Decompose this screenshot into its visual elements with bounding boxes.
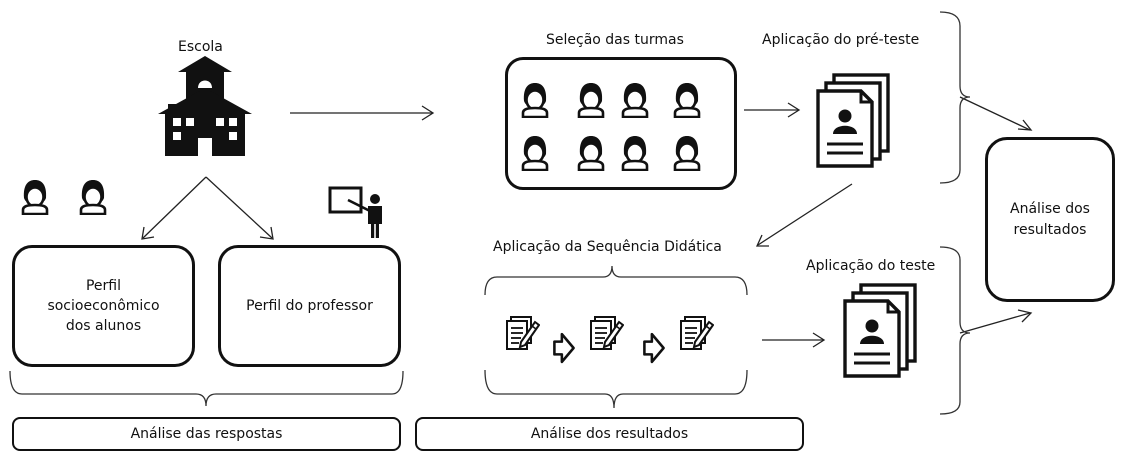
pretest-document-icon [816, 73, 890, 168]
right-arrow-icon [643, 332, 665, 364]
results-analysis-text: Análise dos resultados [530, 426, 689, 442]
student-profile-line-2: socioeconômico [47, 297, 160, 314]
class-group-box [505, 57, 737, 190]
student-profile-box: Perfil socioeconômico dos alunos [12, 245, 195, 367]
class-selection-label: Seleção das turmas [546, 32, 684, 48]
results-analysis-line-2: resultados [1013, 221, 1087, 238]
didactic-sequence-label: Aplicação da Sequência Didática [493, 239, 722, 255]
student-icon [79, 178, 107, 215]
student-icon [21, 178, 49, 215]
school-icon [158, 56, 252, 156]
pretest-label: Aplicação do pré-teste [762, 32, 920, 48]
student-profile-line-1: Perfil [85, 277, 122, 294]
edit-document-icon [590, 316, 624, 350]
results-analysis-line-1: Análise dos [1010, 201, 1090, 218]
responses-analysis-text: Análise das respostas [130, 426, 283, 442]
results-analysis-bar: Análise dos resultados [415, 417, 804, 451]
test-document-icon [843, 283, 917, 378]
responses-analysis-bar: Análise das respostas [12, 417, 401, 451]
edit-document-icon [680, 316, 714, 350]
test-label: Aplicação do teste [806, 258, 936, 274]
teacher-profile-text: Perfil do professor [246, 297, 373, 314]
right-arrow-icon [553, 332, 575, 364]
results-analysis-box: Análise dos resultados [985, 137, 1115, 302]
school-label: Escola [178, 39, 223, 55]
student-profile-line-3: dos alunos [65, 318, 142, 335]
teacher-board-icon [328, 186, 382, 238]
teacher-profile-box: Perfil do professor [218, 245, 401, 367]
edit-document-icon [506, 316, 540, 350]
